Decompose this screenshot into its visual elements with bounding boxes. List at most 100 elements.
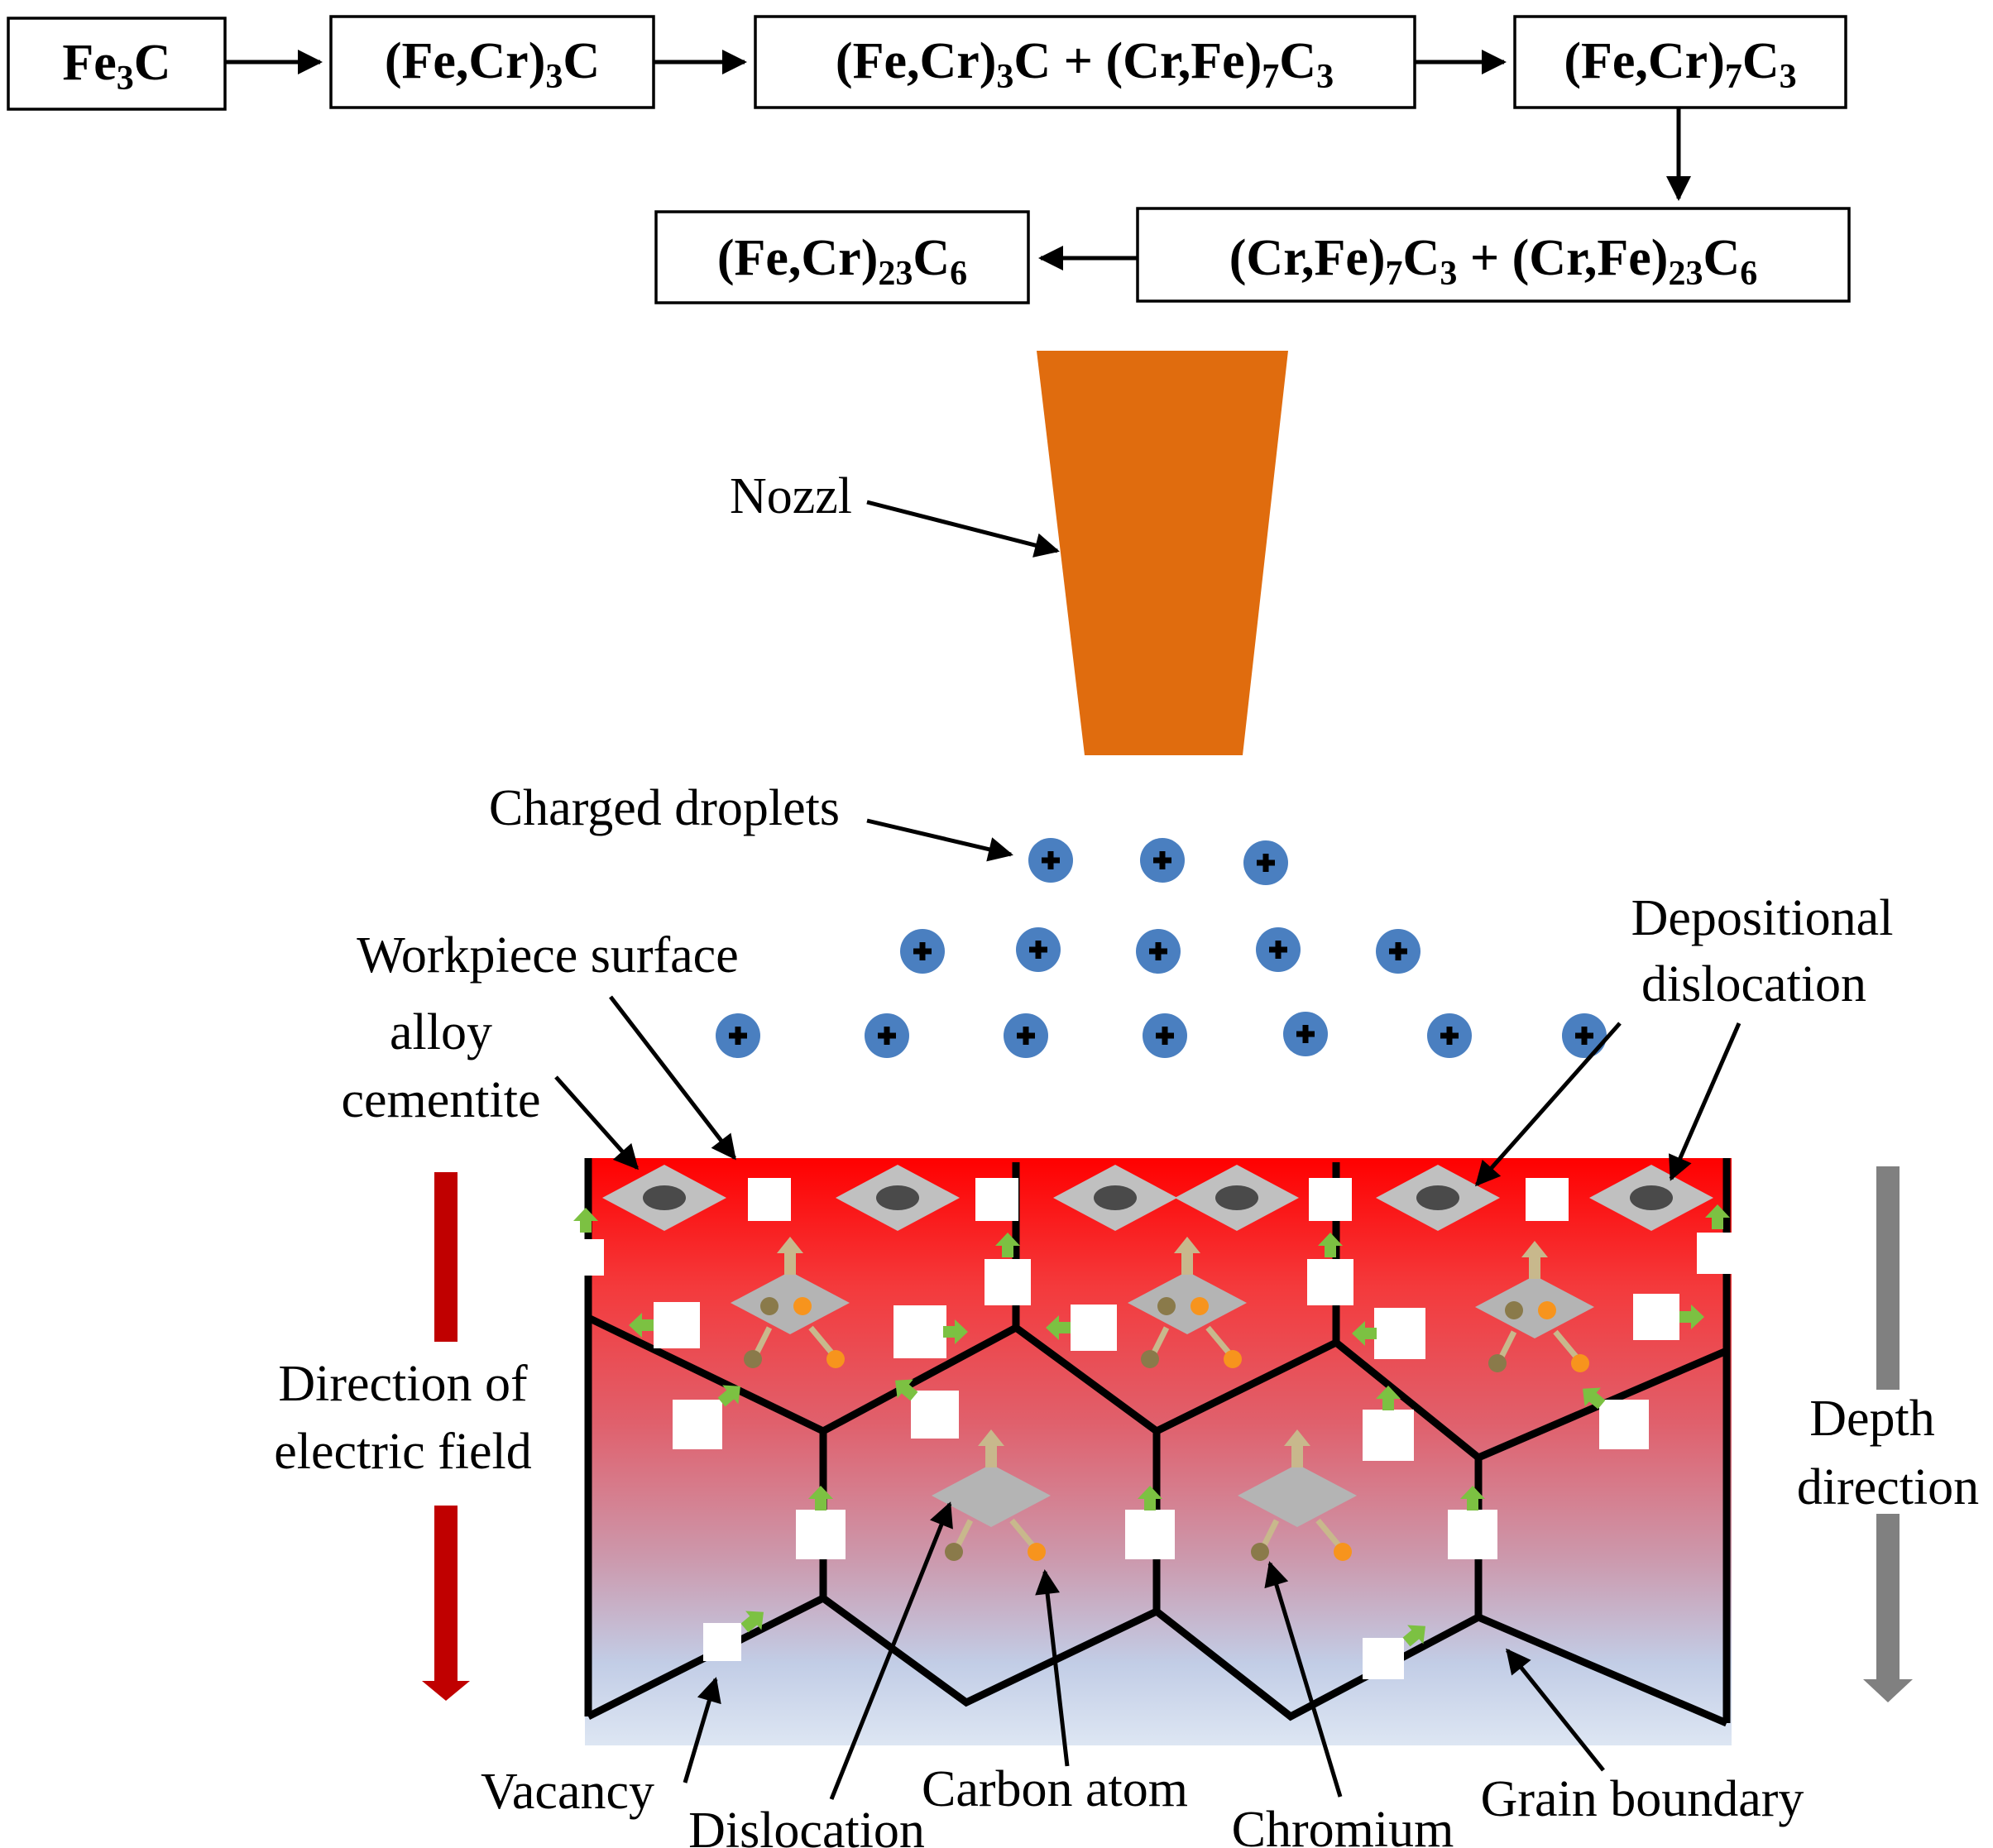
vacancy [796, 1486, 846, 1559]
depth-direction-arrow [1863, 1166, 1913, 1702]
vacancy-arrow [995, 1233, 1020, 1257]
chromium-atom [1488, 1354, 1507, 1372]
migration-arrow [1151, 1326, 1170, 1354]
vacancy-arrow [717, 1385, 740, 1407]
carbon-atom-pointer [1035, 1569, 1070, 1767]
vacancy-arrow [1402, 1625, 1425, 1647]
cementite-core [1094, 1185, 1137, 1210]
chromium-atom [1505, 1301, 1523, 1319]
vacancy-square [893, 1305, 946, 1358]
plus-icon [1156, 1027, 1174, 1045]
vacancy-arrow [895, 1379, 918, 1401]
vacancy-arrow [1679, 1305, 1704, 1329]
vacancy-arrow [1583, 1387, 1606, 1410]
vacancy-square [1374, 1308, 1425, 1359]
vacancy-arrow [1352, 1321, 1377, 1346]
charged-droplet [1562, 1013, 1607, 1058]
direction-of-label: Direction of [278, 1356, 528, 1412]
vacancy-square [1363, 1638, 1404, 1679]
electric-field-arrow [422, 1172, 470, 1701]
vacancy-square [1697, 1233, 1738, 1274]
grain-boundary-label: Grain boundary [1481, 1771, 1804, 1827]
vacancy-arrow [629, 1313, 654, 1338]
vacancy [568, 1208, 604, 1276]
box-mix1: (Fe,Cr)3C + (Cr,Fe)7C3 [754, 15, 1416, 109]
carbon-atom [1334, 1543, 1352, 1561]
phase-flow: Fe3C (Fe,Cr)3C (Fe,Cr)3C + (Cr,Fe)7C3 (F… [7, 15, 1851, 304]
dislocation-diamond [932, 1464, 1051, 1527]
vacancy-square [1309, 1178, 1352, 1221]
chromium-label: Chromium [1232, 1802, 1454, 1848]
plus-icon [1029, 941, 1047, 959]
box-fe3c: Fe3C [7, 17, 227, 111]
dislocation [932, 1429, 1051, 1561]
vacancy [893, 1305, 968, 1358]
vacancy-arrow [895, 1379, 918, 1401]
box-fecr7c3-label: (Fe,Cr)7C3 [1564, 33, 1796, 96]
carbon-atom [793, 1297, 812, 1315]
plus-icon [1389, 942, 1407, 960]
plus-icon [1017, 1027, 1035, 1045]
plus-icon [729, 1027, 747, 1045]
charged-droplet [1376, 929, 1420, 974]
dislocation-pointer [829, 1501, 953, 1800]
nozzle-pointer [866, 500, 1060, 558]
depth-arrow-head [1863, 1679, 1913, 1702]
cementite-label: cementite [342, 1072, 541, 1128]
charged-droplet [716, 1013, 760, 1058]
charged-droplet [1283, 1012, 1328, 1056]
charged-droplets [716, 838, 1607, 1058]
vacancy [748, 1178, 791, 1221]
vacancy [1309, 1178, 1352, 1221]
depth-arrow-shaft-top [1876, 1166, 1900, 1390]
vacancy-pointer [683, 1677, 721, 1783]
charged-droplets-label: Charged droplets [489, 780, 840, 836]
dislocation-top-label: dislocation [1641, 956, 1866, 1013]
vacancy-square [748, 1178, 791, 1221]
dislocation-diamond [731, 1271, 850, 1334]
charged-droplet [1427, 1013, 1472, 1058]
migration-arrow [1521, 1241, 1548, 1279]
plus-icon [878, 1027, 896, 1045]
vacancy-square [796, 1510, 846, 1559]
vacancy-square [1071, 1305, 1117, 1351]
dislocation-label: Dislocation [688, 1803, 925, 1848]
vacancy-square [1363, 1410, 1414, 1461]
vacancy [1363, 1386, 1414, 1461]
box-mix1-label: (Fe,Cr)3C + (Cr,Fe)7C3 [836, 33, 1334, 96]
vacancy-arrow [1376, 1386, 1401, 1410]
box-fe3c-label: Fe3C [62, 35, 170, 98]
depositional-pointer [1475, 1022, 1622, 1187]
carbon-atom [1028, 1543, 1046, 1561]
plus-icon [1296, 1025, 1315, 1043]
microstructure-features [568, 1165, 1738, 1679]
charged-droplet [900, 929, 945, 974]
vacancy-square [1448, 1510, 1497, 1559]
vacancy [1125, 1486, 1175, 1559]
migration-arrow [1498, 1330, 1517, 1358]
carbon-atom [1571, 1354, 1589, 1372]
carbon-atom-label: Carbon atom [922, 1761, 1188, 1817]
charged-droplet [1016, 927, 1061, 972]
vacancy [895, 1379, 959, 1439]
droplets-pointer [866, 818, 1013, 862]
migration-arrow [1009, 1518, 1035, 1548]
box-mix2: (Cr,Fe)7C3 + (Cr,Fe)23C6 [1136, 207, 1851, 303]
vacancy [1448, 1486, 1497, 1559]
charged-droplet [1028, 838, 1073, 883]
migration-arrow [978, 1429, 1004, 1467]
cementite-pointer [554, 1075, 639, 1171]
vacancy [629, 1302, 700, 1348]
charged-droplet [1136, 929, 1181, 974]
vacancy-square [985, 1259, 1031, 1305]
charged-droplet [1140, 838, 1185, 883]
vacancy-square [1307, 1259, 1353, 1305]
vacancy-arrow [1705, 1204, 1730, 1229]
dislocation [1475, 1241, 1594, 1372]
box-fecr7c3: (Fe,Cr)7C3 [1513, 15, 1847, 109]
migration-arrow [808, 1325, 834, 1355]
workpiece-surface-label: Workpiece surface [357, 927, 738, 984]
charged-droplet [1143, 1013, 1187, 1058]
depositional-label: Depositional [1631, 890, 1894, 946]
cementite-core [643, 1185, 686, 1210]
